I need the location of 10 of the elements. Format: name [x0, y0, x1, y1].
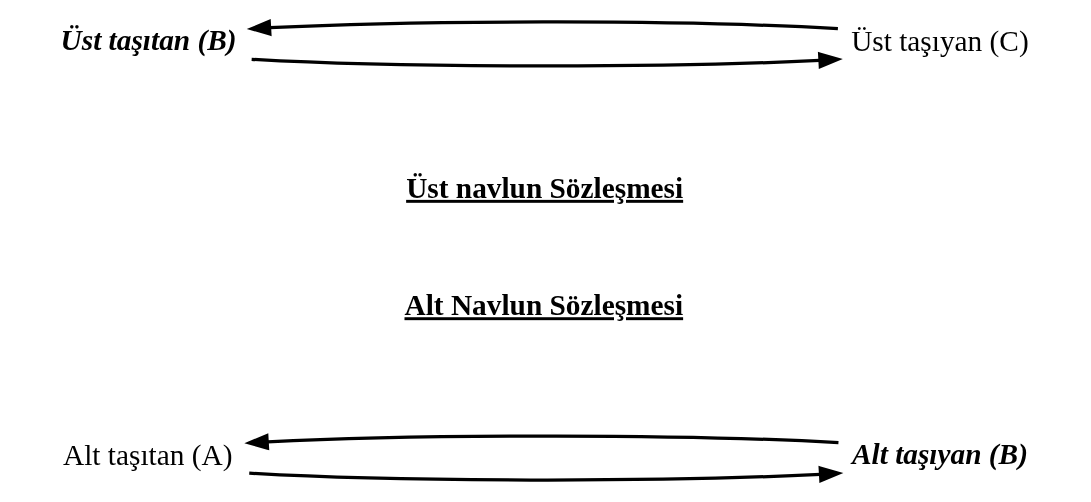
node-text: Üst taşıyan (C)	[851, 25, 1029, 58]
arrow	[251, 51, 843, 69]
arrow	[246, 19, 838, 37]
arrow	[244, 433, 839, 451]
arrow	[249, 465, 844, 483]
node-text: Alt taşıtan (A)	[63, 439, 233, 472]
label: Üst navlun Sözleşmesi	[406, 171, 684, 204]
label: Alt Navlun Sözleşmesi	[404, 289, 684, 322]
node-text: Alt taşıyan (B)	[851, 437, 1028, 470]
node-text: Üst taşıtan (B)	[60, 23, 237, 56]
